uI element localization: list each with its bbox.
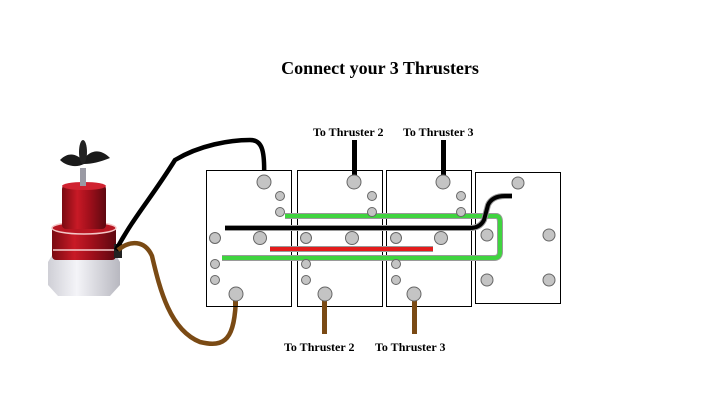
label-bottom-thruster-3: To Thruster 3	[375, 340, 446, 354]
thruster-shaft	[80, 168, 86, 186]
wire-top-thruster-3	[441, 140, 446, 176]
thruster-upper-body	[62, 185, 106, 229]
thruster-motor	[48, 140, 122, 296]
brown-cable-negative	[116, 241, 239, 346]
wire-bottom-thruster-3	[412, 296, 417, 334]
diagram-title: Connect your 3 Thrusters	[281, 58, 479, 78]
wire-bottom-thruster-2	[322, 296, 327, 334]
terminals	[209, 174, 556, 302]
black-cable-positive	[114, 137, 267, 252]
wire-top-thruster-2	[352, 140, 357, 176]
label-bottom-thruster-2: To Thruster 2	[284, 340, 355, 354]
green-wire	[222, 214, 502, 260]
thruster-lower-body	[52, 226, 116, 260]
black-wire	[225, 194, 512, 230]
label-top-thruster-2: To Thruster 2	[313, 125, 384, 139]
label-top-thruster-3: To Thruster 3	[403, 125, 474, 139]
thruster-base	[48, 252, 120, 296]
